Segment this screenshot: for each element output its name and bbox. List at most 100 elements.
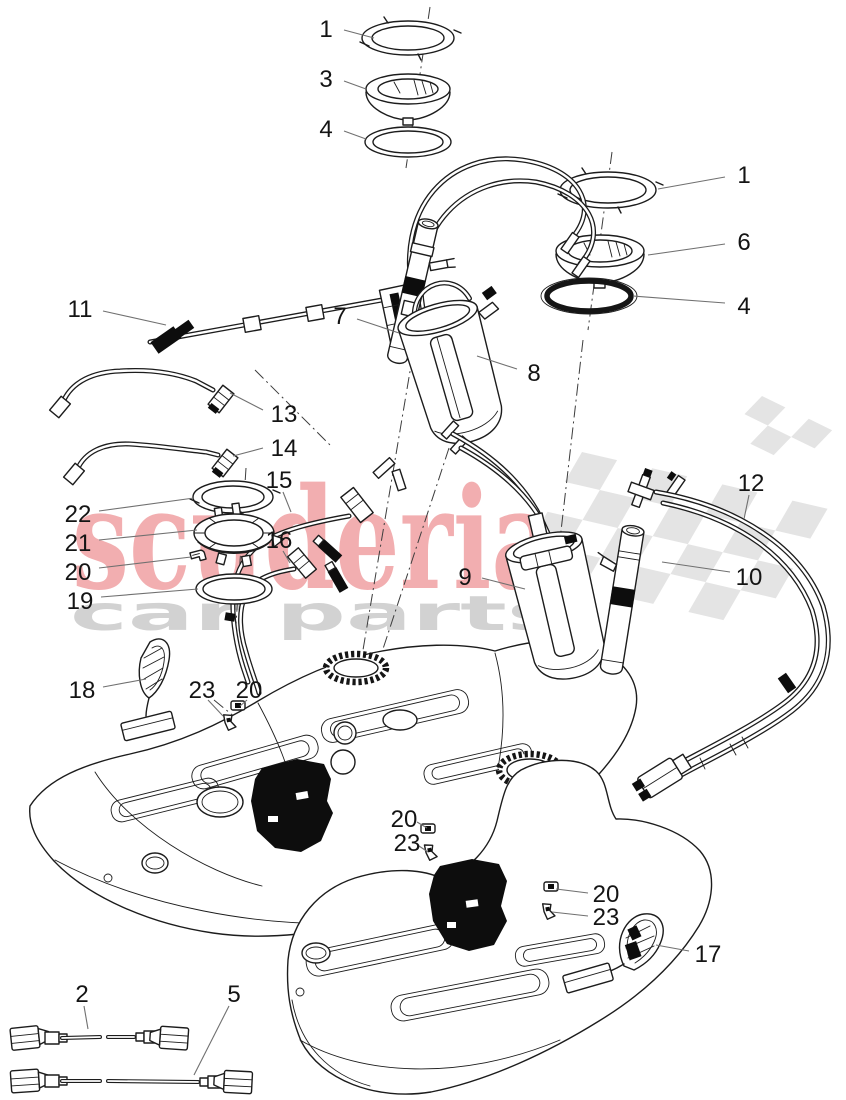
callout-16: 16 bbox=[266, 527, 293, 554]
callout-9: 9 bbox=[458, 564, 471, 591]
leader-line bbox=[343, 130, 367, 140]
callout-18: 18 bbox=[69, 677, 96, 704]
part-5-wiring-harness bbox=[9, 1068, 254, 1095]
leader-line bbox=[100, 588, 199, 598]
flag-cell bbox=[750, 425, 792, 456]
callout-1: 1 bbox=[737, 162, 750, 189]
watermark: scuderia car parts bbox=[70, 396, 833, 642]
leader-line bbox=[229, 392, 264, 411]
leader-line bbox=[193, 1005, 230, 1076]
tank-top-channel bbox=[110, 689, 533, 823]
callout-4: 4 bbox=[319, 116, 332, 143]
leader-line bbox=[343, 80, 367, 90]
callout-20: 20 bbox=[593, 881, 620, 908]
checkered-flag-tip bbox=[744, 396, 833, 456]
part-20-clip bbox=[230, 700, 246, 711]
leader-line bbox=[232, 447, 264, 457]
leader-line bbox=[343, 29, 375, 39]
leader-line bbox=[239, 699, 248, 707]
flag-cell bbox=[652, 506, 706, 545]
part-8-fuel-pump-module bbox=[397, 280, 503, 444]
leader-line bbox=[655, 944, 690, 952]
hose-clip bbox=[224, 612, 236, 622]
leader-line bbox=[282, 491, 292, 513]
leader-line bbox=[551, 911, 589, 917]
leader-line bbox=[555, 888, 589, 894]
tank-opening-ring-toothed bbox=[322, 650, 390, 686]
leader-line bbox=[356, 318, 400, 334]
part-23-clip bbox=[423, 844, 438, 861]
leader-line bbox=[743, 494, 750, 520]
callout-23: 23 bbox=[394, 830, 421, 857]
part-20-clip bbox=[543, 881, 559, 892]
leader-line bbox=[476, 355, 518, 370]
part-11-fuel-line-assembly bbox=[147, 156, 596, 354]
in-tank-pump-silhouette bbox=[251, 759, 333, 852]
callout-20: 20 bbox=[391, 806, 418, 833]
leader-line bbox=[418, 845, 429, 853]
callout-8: 8 bbox=[527, 360, 540, 387]
part-13-vent-pipe bbox=[48, 368, 235, 419]
filler-cap bbox=[141, 852, 169, 874]
callout-21: 21 bbox=[65, 530, 92, 557]
callout-11: 11 bbox=[68, 296, 93, 323]
flag-cell bbox=[775, 500, 828, 539]
leader-line bbox=[647, 243, 726, 256]
callout-1: 1 bbox=[319, 16, 332, 43]
callout-6: 6 bbox=[737, 229, 750, 256]
leader-line bbox=[632, 295, 726, 304]
part-17-retaining-bracket bbox=[562, 913, 664, 994]
part-10-filler-tube bbox=[597, 524, 645, 675]
leader-line bbox=[282, 550, 291, 564]
callout-5: 5 bbox=[227, 981, 240, 1008]
callout-23: 23 bbox=[593, 904, 620, 931]
part-18-retaining-strap bbox=[120, 638, 176, 742]
part-23-clip bbox=[222, 714, 237, 731]
part-4-seal-ring bbox=[364, 126, 452, 158]
flag-cell bbox=[740, 560, 794, 599]
filler-cap bbox=[301, 942, 331, 964]
leader-line bbox=[207, 699, 224, 717]
part-2-wiring-harness bbox=[9, 1025, 190, 1051]
flag-cell bbox=[688, 582, 741, 621]
flag-cell bbox=[744, 396, 786, 426]
part-21-sender-flange bbox=[193, 502, 285, 568]
leader-line bbox=[657, 176, 726, 190]
callout-13: 13 bbox=[271, 401, 298, 428]
leader-line bbox=[98, 529, 198, 541]
part-3-flange-cap bbox=[365, 73, 451, 126]
flag-cell bbox=[564, 452, 618, 490]
tank-port bbox=[330, 749, 356, 775]
leader-line bbox=[102, 310, 167, 326]
part-9-fuel-pump-module bbox=[505, 512, 605, 680]
tank-port bbox=[382, 709, 418, 731]
leader-line bbox=[416, 821, 428, 829]
callout-20: 20 bbox=[65, 559, 92, 586]
leader-line bbox=[102, 678, 147, 688]
part-14-vent-pipe bbox=[62, 441, 239, 486]
part-1-lock-ring bbox=[557, 167, 664, 214]
part-15-fuel-hose bbox=[224, 456, 407, 685]
callout-20: 20 bbox=[236, 677, 263, 704]
part-23-clip bbox=[541, 903, 556, 920]
leader-line bbox=[98, 556, 192, 569]
callout-14: 14 bbox=[271, 435, 298, 462]
tank-port bbox=[333, 721, 357, 745]
flag-cell bbox=[582, 489, 635, 528]
leader-line bbox=[98, 497, 195, 512]
callout-4: 4 bbox=[737, 293, 750, 320]
tank-opening-ring-left bbox=[196, 786, 244, 818]
part-20-clip bbox=[189, 549, 207, 562]
watermark-sub-text: car parts bbox=[70, 586, 565, 642]
callout-3: 3 bbox=[319, 66, 332, 93]
callout-7: 7 bbox=[333, 303, 346, 330]
callout-2: 2 bbox=[75, 981, 88, 1008]
part-4-seal-ring bbox=[540, 277, 638, 315]
callout-12: 12 bbox=[738, 470, 765, 497]
flag-cell bbox=[670, 544, 723, 583]
line-clamp bbox=[777, 672, 797, 694]
callout-23: 23 bbox=[189, 677, 216, 704]
